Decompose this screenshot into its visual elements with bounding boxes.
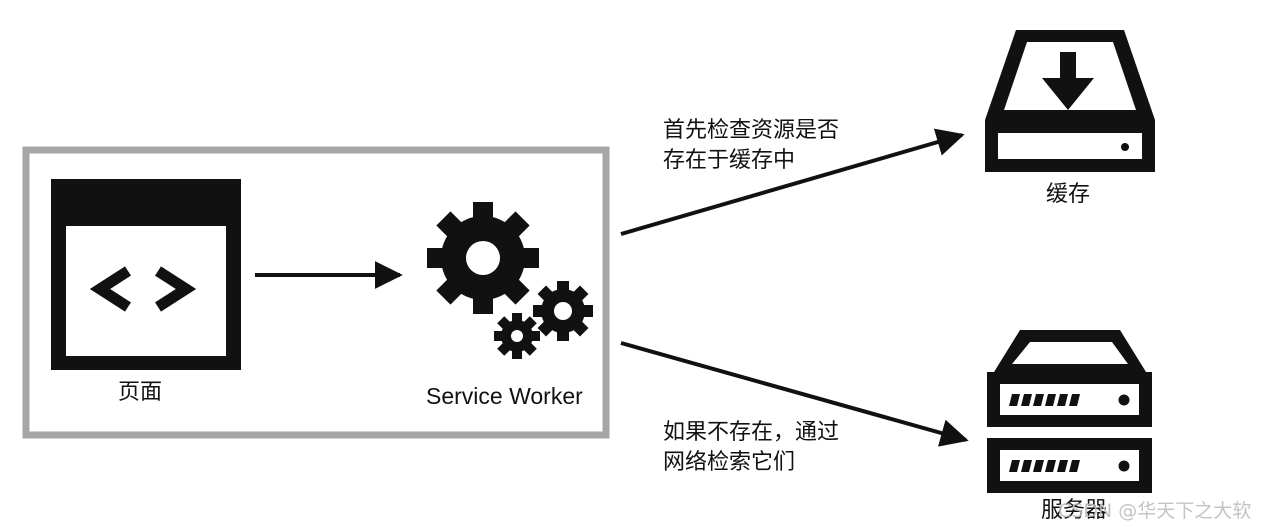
fallback-line1: 如果不存在，通过 (663, 420, 840, 445)
server-rack-icon (987, 330, 1152, 493)
watermark: CSDN @华天下之大软 (1058, 500, 1252, 522)
page-label: 页面 (118, 380, 163, 405)
server-label: 服务器 (1041, 498, 1108, 523)
arrow-sw-to-server (620, 341, 969, 447)
cache-check-line2: 存在于缓存中 (663, 148, 796, 173)
fallback-line2: 网络检索它们 (663, 450, 796, 475)
service-worker-label: Service Worker (426, 383, 583, 409)
client-frame (22, 146, 610, 439)
cache-label: 缓存 (1046, 182, 1091, 207)
gears-icon (427, 202, 593, 359)
arrow-sw-to-cache (620, 128, 965, 236)
download-drive-icon (985, 30, 1155, 172)
cache-check-line1: 首先检查资源是否 (663, 118, 840, 143)
browser-code-icon (51, 179, 241, 370)
